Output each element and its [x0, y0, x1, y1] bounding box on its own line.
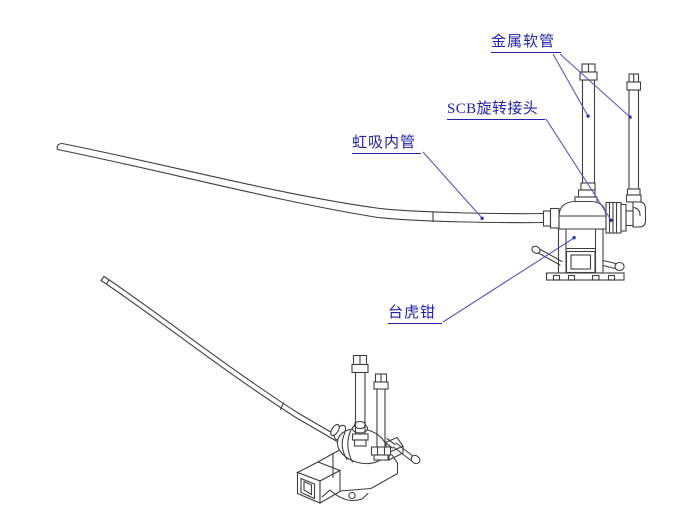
metal-hose-left-iso — [351, 354, 369, 447]
leader-siphon-inner-tube — [422, 151, 483, 219]
leader-dot — [628, 115, 632, 119]
rotary-joint-body-front — [558, 200, 627, 234]
bench-vise-iso — [296, 436, 421, 504]
front-view-drawing — [56, 63, 647, 281]
isometric-view-drawing — [100, 275, 421, 504]
leader-bench-vise — [442, 237, 575, 323]
leader-scb-rotary-joint — [545, 118, 612, 221]
bench-vise-front — [531, 228, 625, 281]
metal-hose-right-iso — [370, 373, 392, 461]
label-scb-rotary-joint: SCB旋转接头 — [447, 101, 545, 120]
leader-metal-hose-2 — [559, 53, 631, 118]
leader-dot — [609, 218, 613, 222]
metal-hose-right — [625, 73, 647, 228]
leader-dot — [586, 114, 590, 118]
leader-dot — [572, 236, 576, 240]
leader-dots — [480, 114, 632, 240]
label-bench-vise: 台虎钳 — [388, 305, 442, 324]
tube-collar-front — [542, 207, 560, 229]
leader-lines — [422, 53, 631, 323]
siphon-tube-front — [56, 142, 545, 224]
label-siphon-inner-tube: 虹吸内管 — [352, 135, 421, 154]
metal-hose-left — [574, 63, 598, 204]
siphon-tube-iso — [100, 275, 342, 443]
leader-metal-hose-1 — [552, 53, 589, 117]
label-metal-hose: 金属软管 — [491, 34, 561, 53]
leader-dot — [480, 216, 484, 220]
